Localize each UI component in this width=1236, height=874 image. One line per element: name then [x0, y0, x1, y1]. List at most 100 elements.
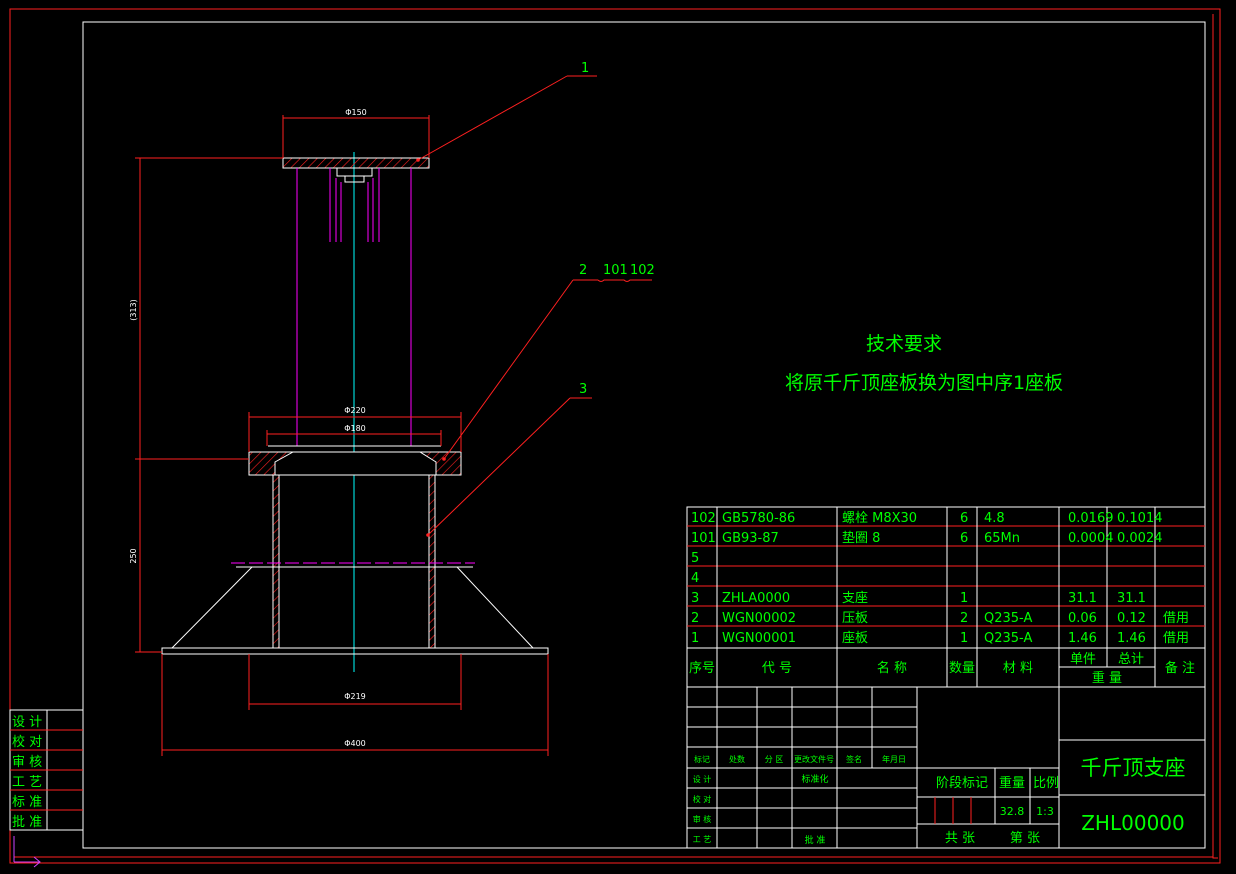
- dim-250-label: 250: [129, 548, 138, 563]
- balloon-102: 102: [630, 263, 655, 278]
- tb-sign-label: 设 计: [693, 774, 712, 784]
- tech-req-title: 技术要求: [866, 333, 942, 355]
- bom-cell-code: GB93-87: [722, 531, 779, 546]
- leader-3: 3: [426, 382, 592, 537]
- bom-cell-name: 螺栓 M8X30: [842, 511, 917, 526]
- dim-313-label: (313): [129, 299, 138, 321]
- bom-header-no: 序号: [689, 661, 715, 676]
- tb-drawing-name: 千斤顶支座: [1081, 756, 1186, 780]
- bom-cell-qty: 6: [960, 531, 968, 546]
- bom-cell-unit: 0.06: [1068, 611, 1097, 626]
- dim-219: Φ219: [248, 654, 462, 710]
- tb-drawing-no: ZHL00000: [1081, 811, 1185, 835]
- flange-recess: [274, 451, 437, 476]
- tb-rev-header: 签名: [846, 754, 862, 764]
- rib-left: [171, 566, 253, 649]
- tb-sign-label: 校 对: [693, 794, 712, 804]
- leader-1: 1: [416, 61, 597, 162]
- left-stamp-label: 标 准: [12, 795, 42, 810]
- dim-313: (313): [129, 157, 283, 460]
- dim-250: 250: [129, 459, 162, 653]
- dim-400-label: Φ400: [344, 739, 366, 748]
- bom-cell-code: WGN00001: [722, 631, 796, 646]
- bom-header-code: 代 号: [762, 661, 792, 676]
- bom-cell-mat: 4.8: [984, 511, 1005, 526]
- balloon-101: 101: [603, 263, 628, 278]
- bom-header-weight: 重 量: [1092, 670, 1122, 686]
- bom-cell-name: 垫圈 8: [842, 530, 880, 546]
- bom-cell-no: 2: [691, 611, 699, 626]
- tb-sign-label: 工 艺: [693, 835, 712, 844]
- bom-cell-unit: 31.1: [1068, 591, 1097, 606]
- balloon-1: 1: [581, 61, 589, 76]
- left-stamp-label: 批 准: [12, 815, 42, 830]
- tb-weight-label: 重量: [999, 775, 1025, 791]
- bom-cell-code: WGN00002: [722, 611, 796, 626]
- tb-rev-header: 年月日: [882, 754, 906, 764]
- balloon-2: 2: [579, 263, 587, 278]
- bom-cell-total: 0.0024: [1117, 531, 1163, 546]
- bom-cell-no: 101: [691, 531, 716, 546]
- tb-approve-label: 批 准: [805, 834, 826, 846]
- bom-cell-total: 0.12: [1117, 611, 1146, 626]
- screw-head: [329, 167, 380, 242]
- inner-border: [82, 21, 1206, 849]
- tb-rev-header: 分 区: [765, 755, 784, 764]
- tb-sheets-total: 共 张: [945, 831, 975, 846]
- bom-cell-no: 4: [691, 571, 699, 586]
- left-stamp-label: 审 核: [12, 755, 42, 770]
- dim-220-label: Φ220: [344, 406, 366, 415]
- tb-sign-label: 审 核: [693, 814, 712, 824]
- left-stamp-label: 设 计: [12, 715, 42, 730]
- outer-border: [9, 8, 1221, 864]
- bom-cell-total: 0.1014: [1117, 511, 1163, 526]
- bom-cell-no: 1: [691, 631, 699, 646]
- title-block-grid: [686, 686, 1206, 849]
- bom-cell-qty: 6: [960, 511, 968, 526]
- tb-stage-label: 阶段标记: [936, 776, 988, 791]
- top-plate: [282, 157, 430, 169]
- bom-header-unit: 单件: [1070, 652, 1096, 667]
- ucs-icon: [13, 836, 41, 868]
- bom-cell-qty: 2: [960, 611, 968, 626]
- dim-400: Φ400: [161, 654, 549, 756]
- bom-header-total: 总计: [1118, 652, 1144, 667]
- tb-rev-header: 标记: [694, 754, 710, 764]
- tb-rev-header: 处数: [729, 754, 745, 764]
- left-stamp-label: 工 艺: [12, 775, 42, 790]
- bom-cell-name: 压板: [842, 611, 868, 626]
- dim-150-label: Φ150: [345, 108, 367, 117]
- bom-cell-no: 102: [691, 511, 716, 526]
- dim-180: Φ180: [266, 424, 442, 446]
- dim-219-label: Φ219: [344, 692, 366, 701]
- tech-req-line1: 将原千斤顶座板换为图中序1座板: [785, 372, 1063, 394]
- bom-header: 序号 代 号 名 称 数量 材 料 单件 总计 重 量 备 注: [689, 652, 1195, 686]
- bom-cell-unit: 0.0169: [1068, 511, 1114, 526]
- bom-cell-total: 31.1: [1117, 591, 1146, 606]
- margin-tick: [1212, 14, 1218, 859]
- tb-sheet-no: 第 张: [1010, 831, 1040, 846]
- balloon-3: 3: [579, 382, 587, 397]
- left-stamp-label: 校 对: [12, 734, 42, 750]
- bom-cell-note: 借用: [1163, 631, 1189, 646]
- dim-220: Φ220: [248, 406, 462, 452]
- tb-weight-value: 32.8: [1000, 805, 1025, 818]
- bom-cell-qty: 1: [960, 591, 968, 606]
- tb-scale-value: 1:3: [1036, 805, 1054, 818]
- tb-scale-label: 比例: [1033, 776, 1059, 791]
- bom-header-note: 备 注: [1165, 660, 1195, 676]
- rib-right: [456, 566, 534, 649]
- bom-cell-unit: 0.0004: [1068, 531, 1114, 546]
- bom-cell-code: ZHLA0000: [722, 591, 790, 606]
- bom-cell-unit: 1.46: [1068, 631, 1097, 646]
- dim-150: Φ150: [282, 108, 430, 158]
- bom-cell-note: 借用: [1163, 611, 1189, 626]
- tb-std-label: 标准化: [801, 773, 828, 785]
- bom-cell-mat: 65Mn: [984, 531, 1020, 546]
- left-stamp-box: [9, 709, 84, 831]
- dim-180-label: Φ180: [344, 424, 366, 433]
- bom-cell-mat: Q235-A: [984, 611, 1032, 626]
- bom-header-mat: 材 料: [1003, 661, 1033, 676]
- bom-header-name: 名 称: [877, 660, 907, 676]
